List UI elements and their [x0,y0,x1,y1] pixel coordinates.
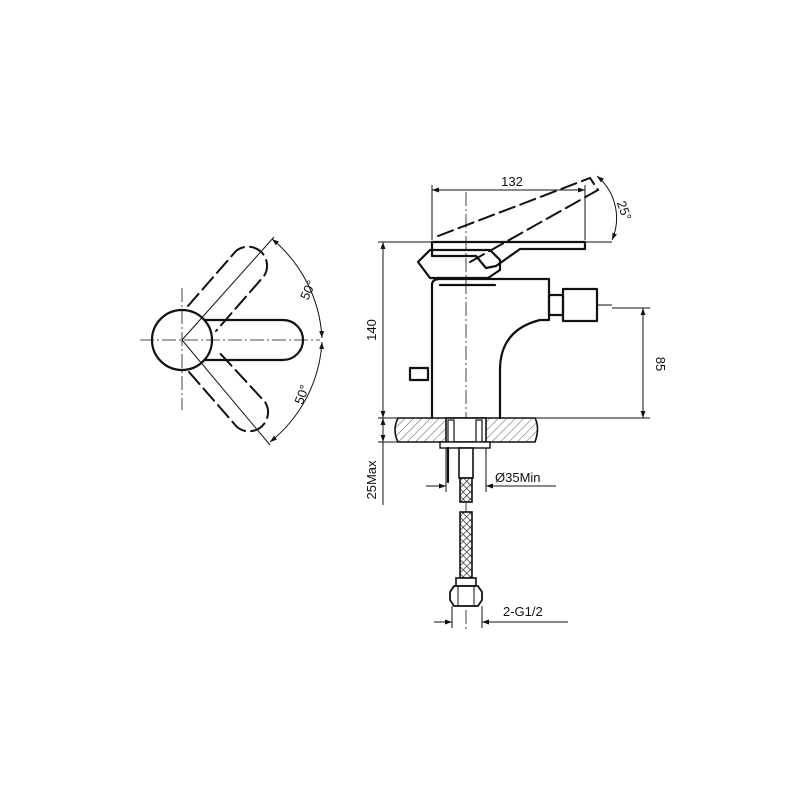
height-total-label: 140 [364,319,379,341]
side-view: 132 25° 140 85 25Max Ø35Min 2-G1/2 [364,174,668,630]
mounting-stud [447,419,455,443]
lever-handle [430,240,587,270]
connection-label: 2-G1/2 [503,604,543,619]
deck-thickness-label: 25Max [364,460,379,500]
hose-nut [449,585,483,607]
flexible-hose-upper [459,477,473,503]
top-view-upper-angle-arc [271,238,325,339]
hose-ferrule-bottom [455,577,477,587]
flexible-hose-lower [459,511,473,579]
top-view: 50° 50° [140,236,325,446]
top-view-lever-rotated-up [187,245,269,332]
spout-nozzle [561,287,599,323]
spout-connector [547,293,565,317]
cartridge-head [416,248,502,280]
mixer-body [430,277,551,420]
top-view-body-circle [150,308,214,372]
hose-ferrule-top [458,447,474,479]
top-view-lower-extension-line [181,339,271,446]
popup-knob [408,366,430,382]
rotate-lower-label: 50° [291,383,312,407]
top-view-lower-angle-arc [269,341,325,443]
top-view-upper-extension-line [181,236,275,341]
lever-tilt-label: 25° [614,199,635,223]
lever-raised-dashed [437,176,600,263]
rotate-upper-label: 50° [297,278,319,302]
hole-diameter-label: Ø35Min [495,470,541,485]
dim-25-arc [596,175,618,241]
mounting-stud-right [475,419,483,443]
width-top-label: 132 [501,174,523,189]
top-view-lever-rotated-down [188,349,270,433]
spout-height-label: 85 [653,357,668,371]
